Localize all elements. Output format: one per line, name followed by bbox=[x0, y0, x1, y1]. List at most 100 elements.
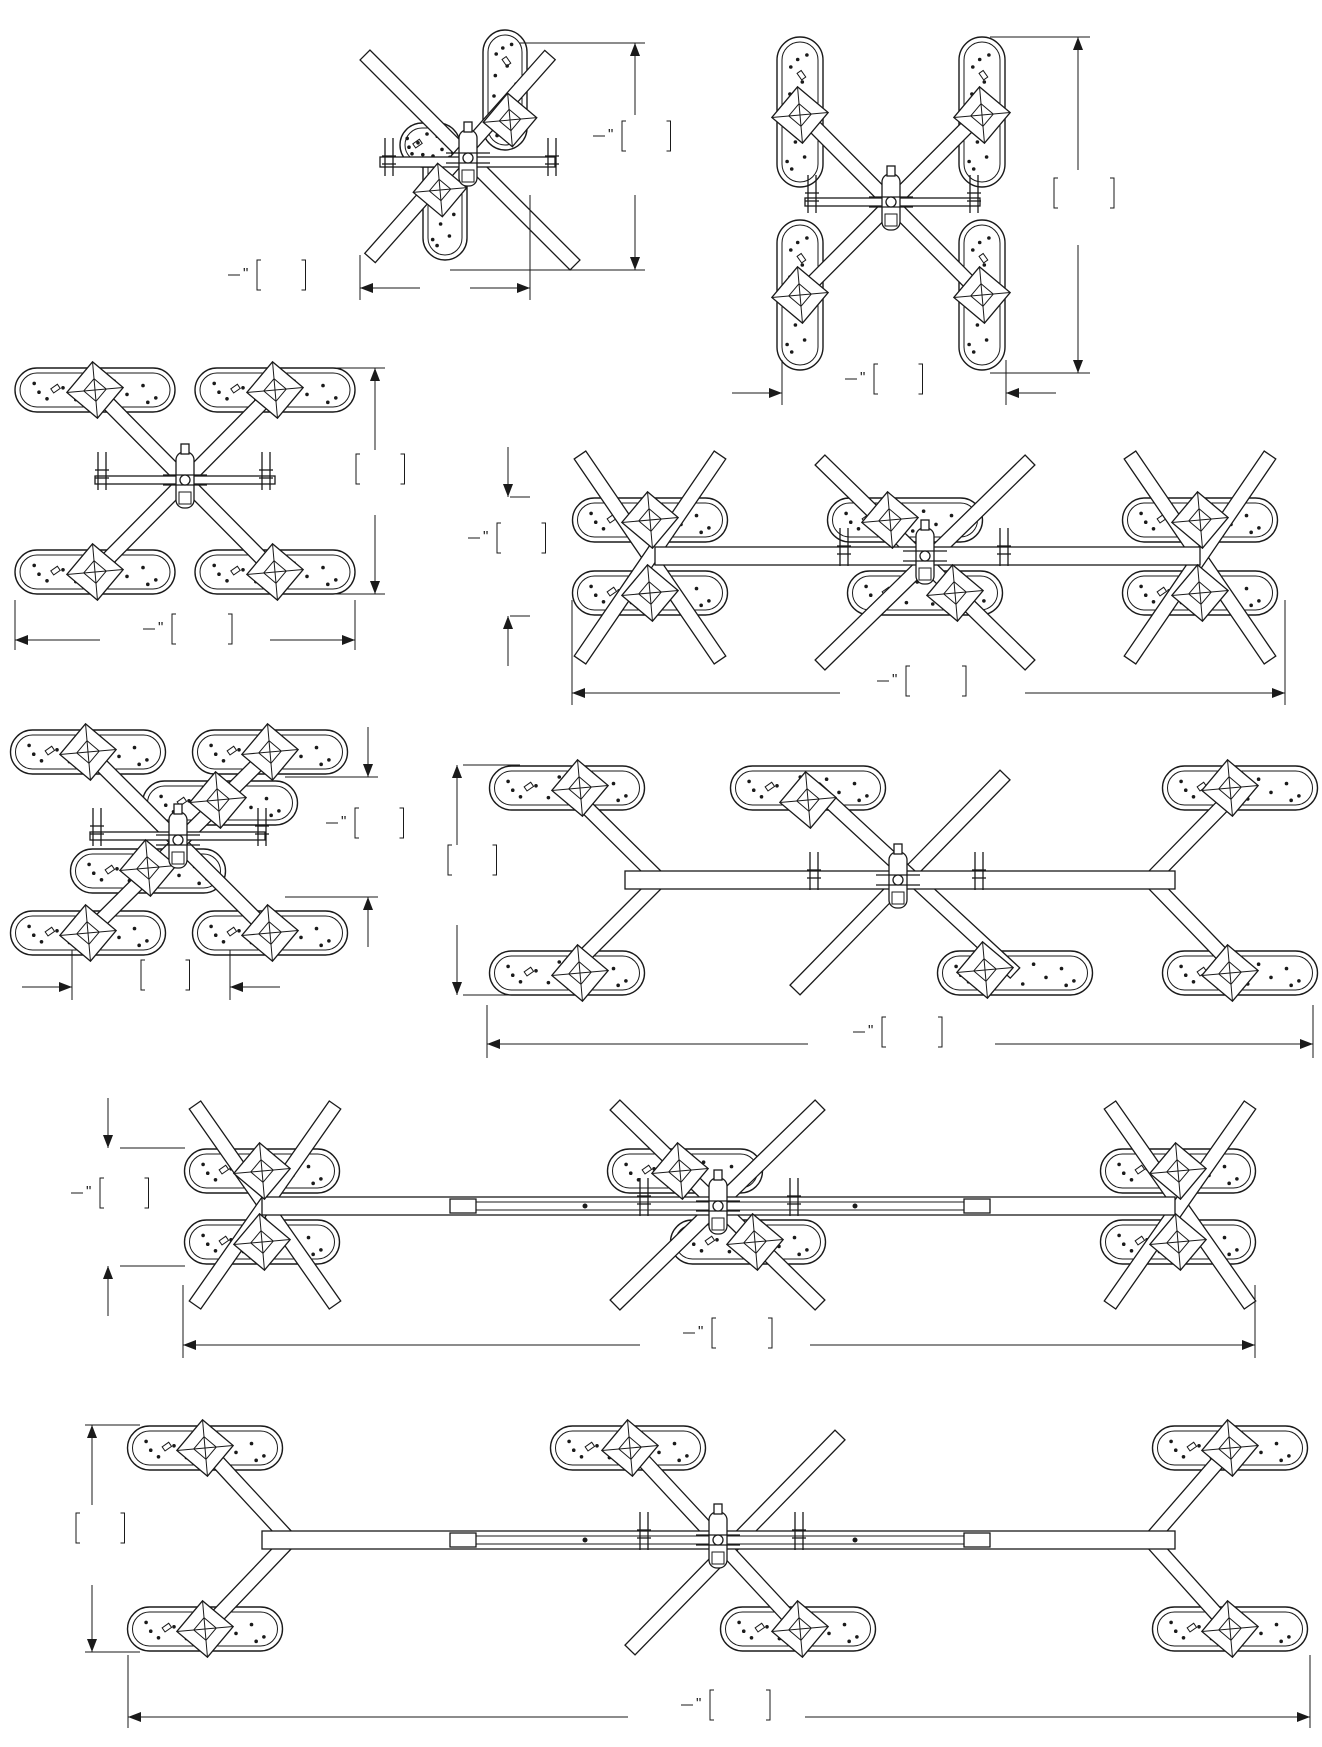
metric-bracket-open bbox=[711, 1317, 716, 1349]
pad-fastener bbox=[213, 933, 218, 937]
pad-fastener bbox=[45, 579, 49, 583]
pad-fastener bbox=[624, 794, 628, 798]
mount-boss bbox=[743, 1230, 767, 1254]
hub-lift-eye bbox=[173, 803, 183, 815]
pad-fastener bbox=[1269, 975, 1273, 980]
mount-brace bbox=[246, 569, 304, 575]
metric-bracket-close bbox=[492, 844, 497, 876]
handle-bracket bbox=[637, 1178, 651, 1216]
mount-brace bbox=[119, 865, 177, 871]
pad-fastener bbox=[949, 513, 954, 518]
mount-boss bbox=[136, 856, 160, 880]
pad-fastener bbox=[326, 400, 330, 405]
hub-lift-eye bbox=[920, 519, 930, 531]
pad-fastener bbox=[1143, 520, 1148, 524]
pad-fastener bbox=[306, 1164, 311, 1169]
mount-brace bbox=[233, 1239, 291, 1245]
dimension-arrowhead bbox=[1300, 1039, 1313, 1049]
pad-fastener bbox=[1072, 979, 1076, 983]
pad-fastener bbox=[601, 600, 606, 604]
mount-brace bbox=[66, 569, 124, 575]
mount-boss bbox=[76, 740, 100, 764]
dimension-arrowhead bbox=[630, 43, 640, 56]
hub-pivot bbox=[462, 152, 474, 164]
mount-boss bbox=[250, 1159, 274, 1183]
pad-fastener bbox=[855, 1635, 859, 1639]
pad-fastener bbox=[1197, 1444, 1201, 1448]
pad-fastener bbox=[438, 222, 443, 226]
pad-fastener bbox=[546, 795, 551, 800]
hub-control bbox=[884, 213, 898, 227]
pad-fastener bbox=[254, 1639, 258, 1644]
pad-fastener bbox=[159, 794, 163, 799]
mount-brace bbox=[861, 517, 919, 523]
handle-bracket bbox=[967, 175, 981, 213]
pad-fastener bbox=[1139, 511, 1143, 516]
mount-boss bbox=[638, 508, 662, 532]
pad-fastener bbox=[844, 511, 848, 516]
handle-bracket bbox=[792, 1512, 806, 1550]
handle-bracket bbox=[997, 528, 1011, 566]
metric-bracket-close bbox=[766, 1689, 771, 1721]
dimension-arrowhead bbox=[1272, 688, 1285, 698]
pad-fastener bbox=[699, 530, 703, 535]
pad-mount-plate bbox=[58, 722, 118, 782]
inch-mark: " bbox=[892, 671, 897, 688]
pad-mount-plate bbox=[232, 1212, 292, 1272]
mount-boss bbox=[193, 1617, 217, 1641]
mount-brace bbox=[726, 1239, 784, 1245]
dimension-label: " bbox=[143, 613, 233, 645]
pad-mount-plate bbox=[188, 770, 248, 830]
pad-fastener bbox=[1244, 586, 1249, 591]
dimension-label: " bbox=[71, 1177, 149, 1209]
pad-fastener bbox=[435, 243, 439, 248]
mount-boss bbox=[1188, 508, 1212, 532]
pad-valve bbox=[218, 1235, 230, 1246]
pad-fastener bbox=[789, 167, 794, 171]
pad-fastener bbox=[967, 342, 971, 347]
metric-bracket-close bbox=[144, 1177, 149, 1209]
pad-fastener bbox=[977, 240, 982, 245]
pad-valve bbox=[606, 586, 618, 597]
pad-fastener bbox=[146, 582, 150, 587]
pad-fastener bbox=[1117, 1233, 1121, 1238]
pad-mount-plate bbox=[240, 903, 300, 963]
pad-fastener bbox=[1257, 526, 1261, 530]
pad-valve bbox=[44, 745, 56, 756]
mount-brace bbox=[241, 749, 299, 755]
inch-mark: " bbox=[341, 813, 346, 830]
pad-mount-plate bbox=[1148, 1212, 1208, 1272]
pad-fastener bbox=[1297, 794, 1301, 798]
pad-fastener bbox=[212, 381, 216, 386]
handle-bracket bbox=[90, 808, 104, 846]
mount-boss bbox=[1218, 961, 1242, 985]
dimension-arrowhead bbox=[1006, 388, 1019, 398]
pad-fastener bbox=[797, 1252, 801, 1257]
pad-fastener bbox=[1227, 1181, 1231, 1186]
pad-fastener bbox=[221, 759, 226, 763]
pad-fastener bbox=[262, 1454, 266, 1458]
dimension-label: " bbox=[228, 259, 306, 291]
pad-valve bbox=[978, 69, 989, 81]
pad-fastener bbox=[800, 80, 805, 84]
dimension-arrowhead bbox=[128, 1712, 141, 1722]
mount-brace bbox=[176, 1445, 234, 1451]
mount-brace bbox=[1201, 785, 1259, 791]
pad-fastener bbox=[518, 795, 523, 799]
handle-bracket bbox=[637, 1512, 651, 1550]
pad-fastener bbox=[1020, 982, 1025, 986]
hub-lift-eye bbox=[180, 443, 190, 455]
metric-bracket-close bbox=[399, 807, 404, 839]
pad-fastener bbox=[314, 926, 319, 931]
pad-fastener bbox=[571, 1448, 576, 1452]
dimension-arrowhead bbox=[59, 982, 72, 992]
hub-lift-eye bbox=[886, 165, 896, 177]
mount-brace bbox=[1149, 1168, 1207, 1174]
pad-fastener bbox=[789, 65, 793, 69]
dimension-label bbox=[140, 959, 190, 991]
pad-mount-plate bbox=[620, 563, 680, 623]
pad-fastener bbox=[727, 1249, 732, 1254]
mount-boss bbox=[878, 508, 902, 532]
pad-fastener bbox=[805, 53, 809, 57]
